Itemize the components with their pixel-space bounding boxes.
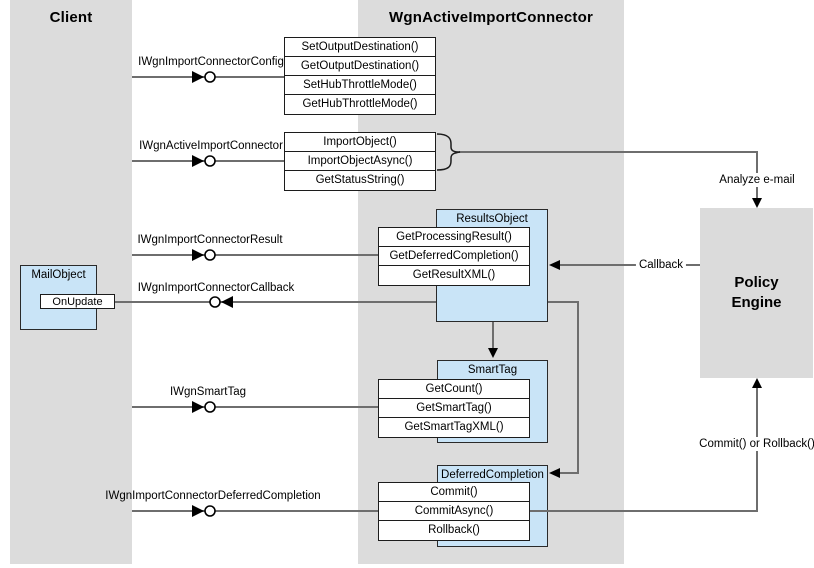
mail-object-title: MailObject bbox=[31, 269, 86, 281]
onupdate-method-row: OnUpdate bbox=[40, 294, 115, 309]
lollipop-callback-icon bbox=[209, 296, 233, 308]
lollipop-active-icon bbox=[192, 155, 216, 167]
interface-label-callback: IWgnImportConnectorCallback bbox=[137, 282, 295, 294]
config-method-group: SetOutputDestination() GetOutputDestinat… bbox=[284, 37, 436, 115]
smarttag-object-title: SmartTag bbox=[467, 364, 518, 376]
method-row: GetSmartTagXML() bbox=[378, 417, 530, 438]
lollipop-result-icon bbox=[192, 249, 216, 261]
lollipop-circle-icon bbox=[209, 296, 221, 308]
results-object-title: ResultsObject bbox=[456, 213, 528, 225]
method-row: GetResultXML() bbox=[378, 265, 530, 286]
results-object-methods: GetProcessingResult() GetDeferredComplet… bbox=[378, 227, 530, 286]
lollipop-circle-icon bbox=[204, 401, 216, 413]
lollipop-arrow-icon bbox=[192, 401, 204, 413]
arrow-down-policy-top-icon bbox=[752, 198, 762, 208]
policy-engine-title: Policy Engine bbox=[731, 274, 782, 311]
interface-label-config: IWgnImportConnectorConfig bbox=[138, 56, 284, 68]
method-row: SetHubThrottleMode() bbox=[284, 75, 436, 96]
method-row: GetSmartTag() bbox=[378, 398, 530, 419]
lollipop-arrow-icon bbox=[192, 505, 204, 517]
lollipop-circle-icon bbox=[204, 249, 216, 261]
commit-or-rollback-label: Commit() or Rollback() bbox=[696, 437, 814, 451]
arrow-up-policy-bottom-icon bbox=[752, 378, 762, 388]
lollipop-circle-icon bbox=[204, 155, 216, 167]
method-row: CommitAsync() bbox=[378, 501, 530, 522]
lollipop-deferred-icon bbox=[192, 505, 216, 517]
client-column-title: Client bbox=[49, 9, 93, 26]
method-row: SetOutputDestination() bbox=[284, 37, 436, 58]
method-row: Commit() bbox=[378, 482, 530, 503]
lollipop-arrow-icon bbox=[221, 296, 233, 308]
interface-label-smarttag: IWgnSmartTag bbox=[169, 386, 247, 398]
method-row: GetHubThrottleMode() bbox=[284, 94, 436, 115]
deferredcompletion-object-methods: Commit() CommitAsync() Rollback() bbox=[378, 482, 530, 541]
method-row: ImportObjectAsync() bbox=[284, 151, 436, 172]
lollipop-arrow-icon bbox=[192, 249, 204, 261]
callback-label: Callback bbox=[635, 258, 687, 272]
method-row: GetOutputDestination() bbox=[284, 56, 436, 77]
interface-label-deferred: IWgnImportConnectorDeferredCompletion bbox=[105, 490, 321, 502]
method-row: ImportObject() bbox=[284, 132, 436, 153]
deferredcompletion-object-title: DeferredCompletion bbox=[441, 469, 544, 481]
method-row: GetStatusString() bbox=[284, 170, 436, 191]
connector-column-title: WgnActiveImportConnector bbox=[389, 9, 593, 26]
method-row: GetCount() bbox=[378, 379, 530, 400]
lollipop-circle-icon bbox=[204, 71, 216, 83]
policy-engine-box: Policy Engine bbox=[700, 208, 813, 378]
lollipop-circle-icon bbox=[204, 505, 216, 517]
method-row: GetDeferredCompletion() bbox=[378, 246, 530, 267]
analyze-email-label: Analyze e-mail bbox=[716, 173, 798, 187]
smarttag-object-methods: GetCount() GetSmartTag() GetSmartTagXML(… bbox=[378, 379, 530, 438]
interface-label-active: IWgnActiveImportConnector bbox=[139, 140, 283, 152]
method-row: GetProcessingResult() bbox=[378, 227, 530, 248]
interface-label-result: IWgnImportConnectorResult bbox=[137, 234, 283, 246]
lollipop-arrow-icon bbox=[192, 71, 204, 83]
lollipop-config-icon bbox=[192, 71, 216, 83]
lollipop-arrow-icon bbox=[192, 155, 204, 167]
method-row: Rollback() bbox=[378, 520, 530, 541]
lollipop-smarttag-icon bbox=[192, 401, 216, 413]
import-method-group: ImportObject() ImportObjectAsync() GetSt… bbox=[284, 132, 436, 191]
